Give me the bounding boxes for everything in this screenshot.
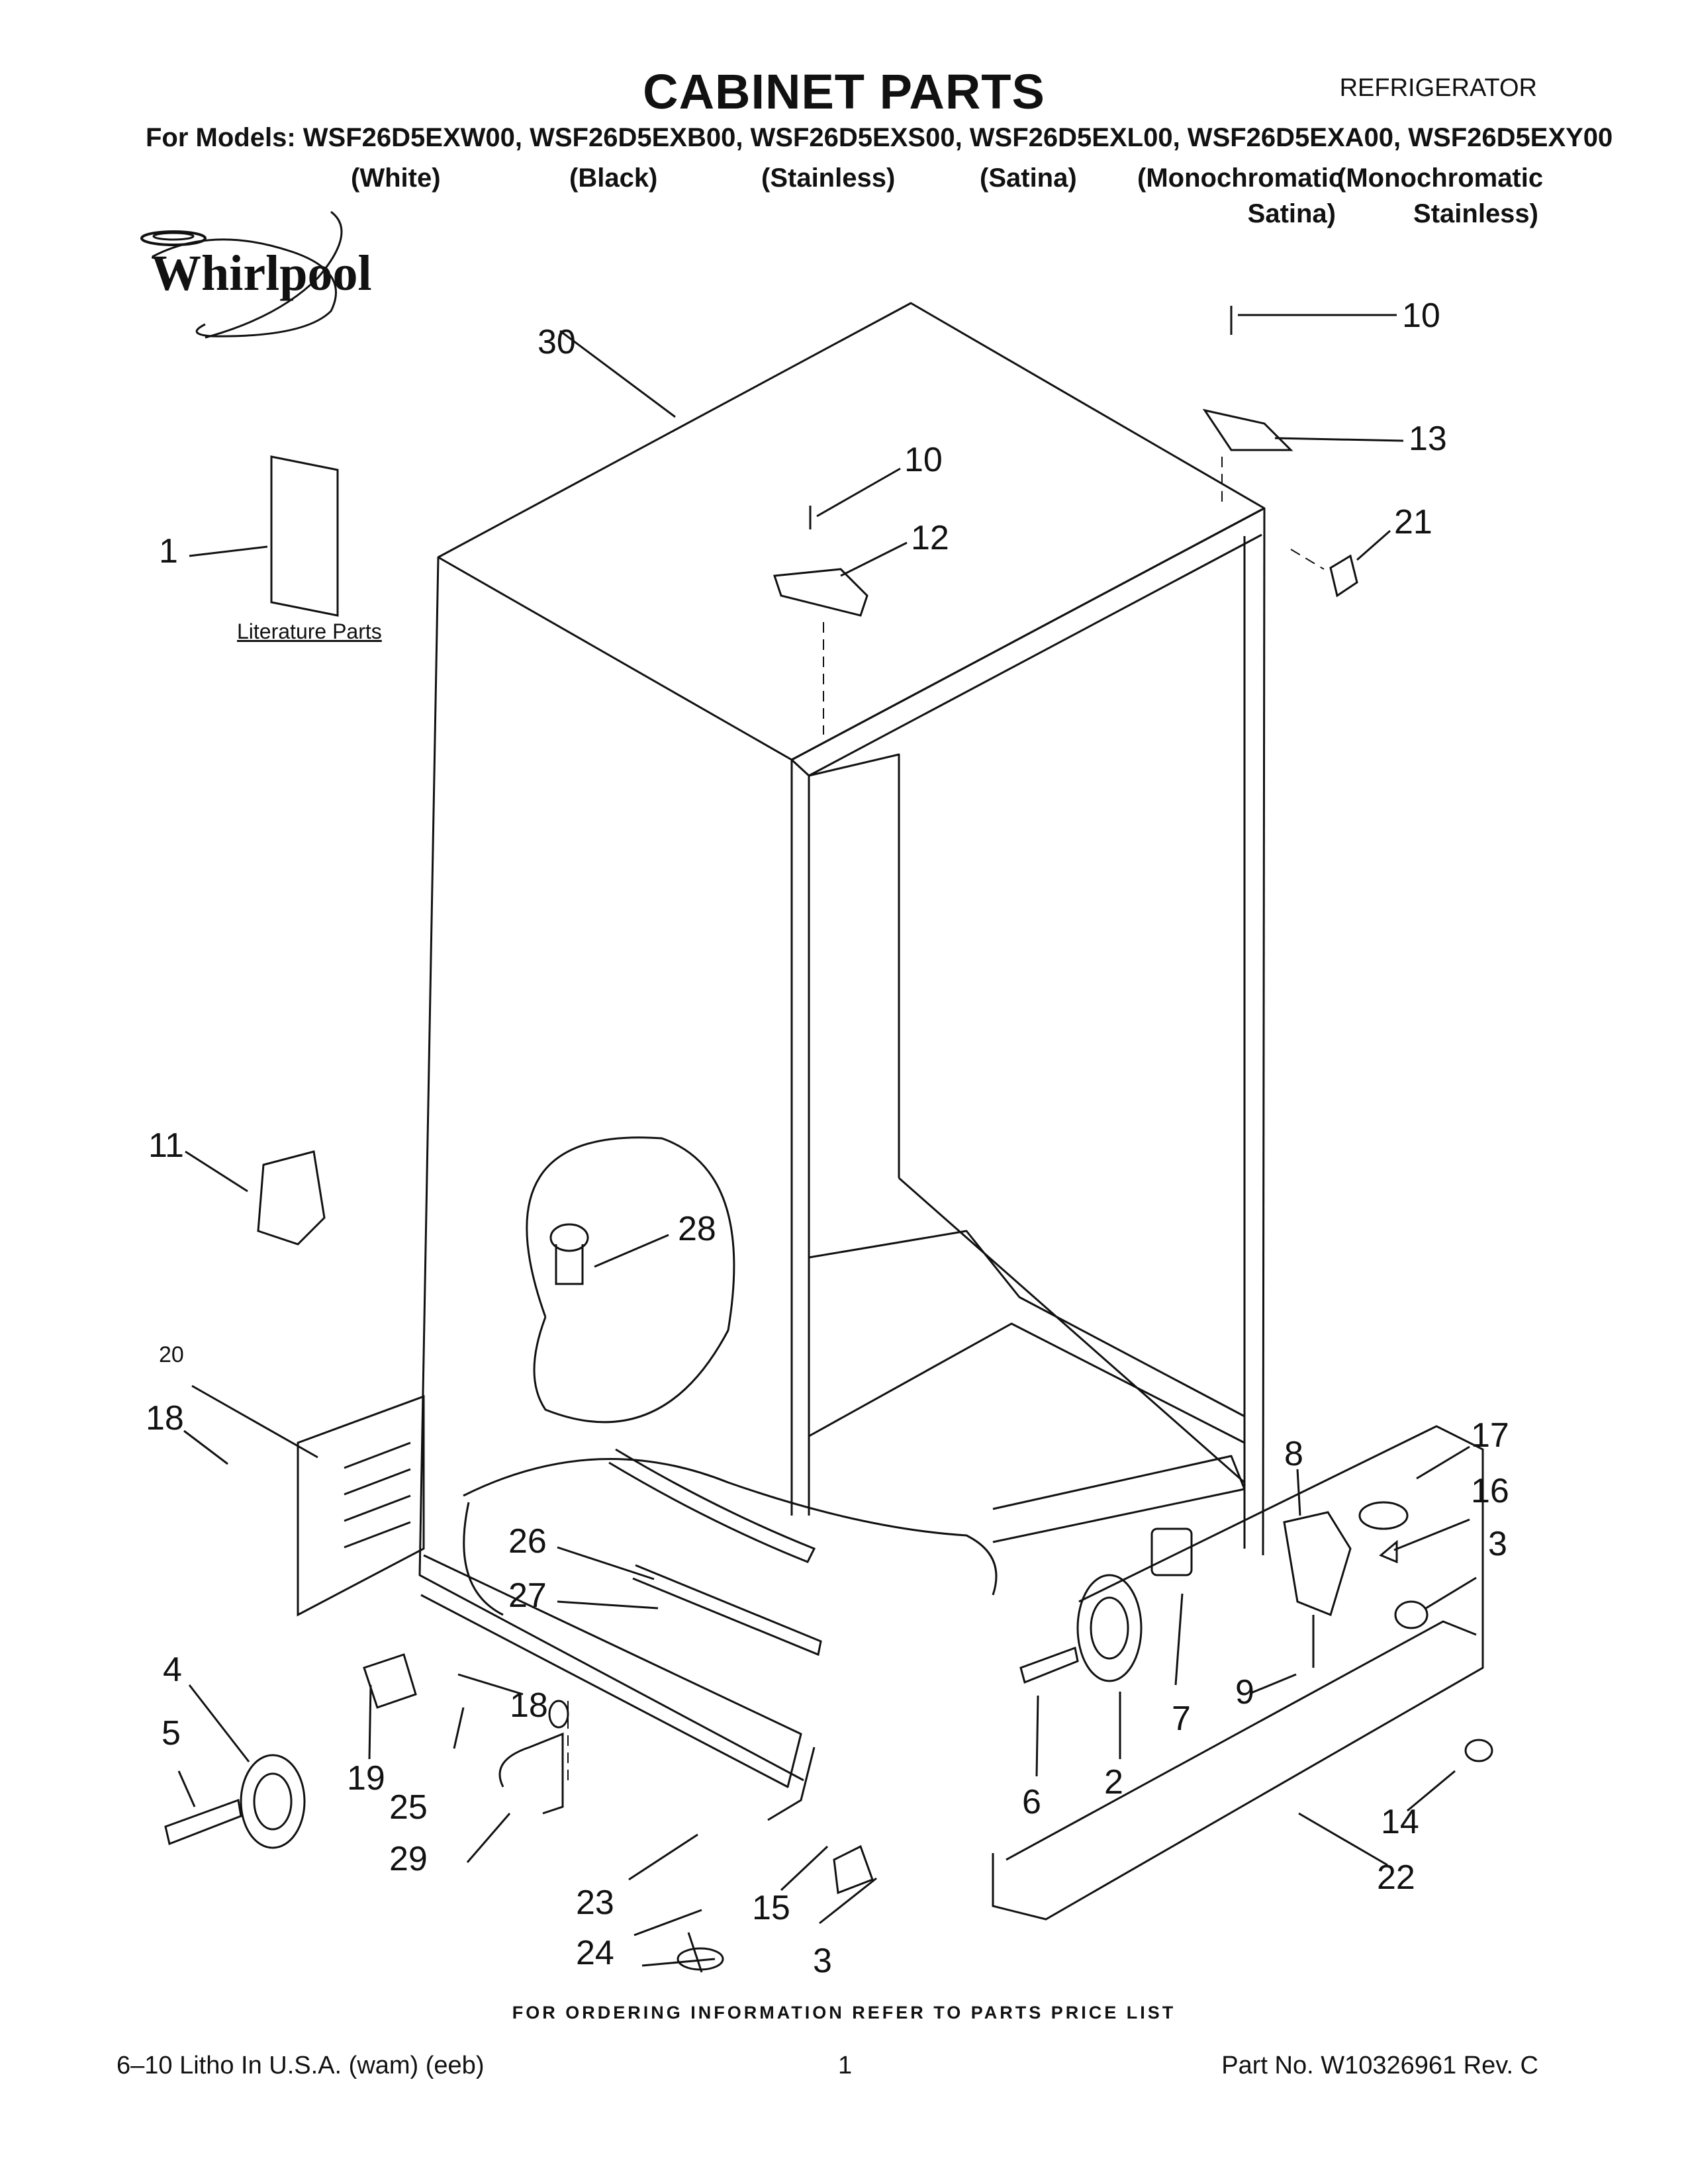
callout-14: 14 [1381,1803,1419,1841]
leader-arrows [177,314,1477,1936]
callout-23: 23 [576,1884,614,1922]
callout-30: 30 [538,323,576,361]
callout-6: 6 [1022,1783,1041,1821]
variant-satina: (Satina) [980,160,1077,196]
variant-monochromatic-stainless: (Monochromatic Stainless) [1337,160,1544,232]
callout-13: 13 [1409,420,1447,458]
assembly-guide-lines [567,457,1325,1780]
callout-2: 2 [1104,1763,1123,1801]
litho-info: 6–10 Litho In U.S.A. (wam) (eeb) [117,2052,485,2079]
callout-18-left: 18 [146,1399,184,1437]
variant-line: (Stainless) [761,163,896,193]
callout-25: 25 [389,1788,428,1827]
variant-line: (White) [351,163,441,193]
bottom-mount-parts [767,1425,1493,1921]
callout-12: 12 [911,519,949,557]
callout-10-top-right: 10 [1402,296,1440,335]
variant-black: (Black) [569,160,657,196]
callout-24: 24 [576,1934,614,1972]
whirlpool-logo: Whirlpool [140,210,372,339]
callout-9: 9 [1235,1673,1254,1711]
callout-7: 7 [1172,1700,1191,1738]
variant-line: (Monochromatic [1137,163,1344,193]
variant-line: Satina) [1247,199,1336,228]
front-left-parts [164,455,874,1973]
appliance-category: REFRIGERATOR [1339,74,1537,102]
callout-8: 8 [1284,1435,1303,1473]
variant-line: Stainless) [1413,199,1538,228]
callout-1: 1 [159,532,178,570]
callout-19: 19 [347,1759,385,1797]
callout-28: 28 [678,1210,716,1248]
callout-3-right: 3 [1488,1525,1507,1563]
callout-17: 17 [1471,1416,1509,1455]
callout-16: 16 [1471,1472,1509,1510]
models-list: For Models: WSF26D5EXW00, WSF26D5EXB00, … [146,123,1613,152]
callout-18-center: 18 [510,1686,548,1725]
variant-line: (Monochromatic [1337,163,1544,193]
page-title: CABINET PARTS [643,64,1045,119]
variant-line: (Satina) [980,163,1077,193]
callout-21: 21 [1394,503,1432,541]
callout-10-center: 10 [904,441,943,479]
callout-4: 4 [163,1651,182,1689]
callout-5: 5 [162,1714,181,1752]
callout-26: 26 [508,1522,547,1561]
logo-wordmark: Whirlpool [151,246,372,301]
callout-29: 29 [389,1840,428,1878]
callout-3-bottom: 3 [813,1942,832,1980]
cabinet-shell [418,302,1266,1788]
variant-stainless: (Stainless) [761,160,895,196]
page-number: 1 [838,2052,853,2079]
variant-monochromatic-satina: (Monochromatic Satina) [1137,160,1344,232]
callout-15: 15 [752,1889,790,1927]
ordering-note: FOR ORDERING INFORMATION REFER TO PARTS … [512,2003,1176,2023]
variant-white: (White) [351,160,441,196]
top-hinge-parts [773,306,1358,617]
callout-11: 11 [148,1126,184,1165]
callout-20: 20 [159,1342,184,1367]
callout-27: 27 [508,1576,547,1615]
part-number: Part No. W10326961 Rev. C [1221,2052,1538,2079]
callout-numbers: 30 10 13 21 10 12 1 11 28 20 18 26 27 8 … [146,296,1509,1980]
callout-22: 22 [1377,1858,1415,1897]
variant-line: (Black) [569,163,658,193]
literature-parts-label: Literature Parts [237,619,382,643]
